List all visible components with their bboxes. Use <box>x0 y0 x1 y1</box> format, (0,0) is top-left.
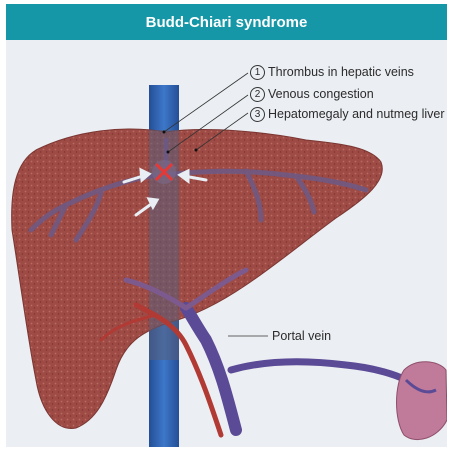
label-number-3: 3 <box>250 107 265 122</box>
label-hepatomegaly-text: Hepatomegaly and nutmeg liver <box>268 107 445 121</box>
label-venous-congestion-text: Venous congestion <box>268 87 374 101</box>
spleen <box>397 362 448 440</box>
label-number-1: 1 <box>250 65 265 80</box>
label-thrombus-text: Thrombus in hepatic veins <box>268 65 414 79</box>
thrombus-marker <box>152 160 176 184</box>
label-number-2: 2 <box>250 87 265 102</box>
liver-illustration <box>6 40 447 447</box>
figure-title: Budd-Chiari syndrome <box>6 4 447 40</box>
label-portal-vein: Portal vein <box>272 329 331 343</box>
